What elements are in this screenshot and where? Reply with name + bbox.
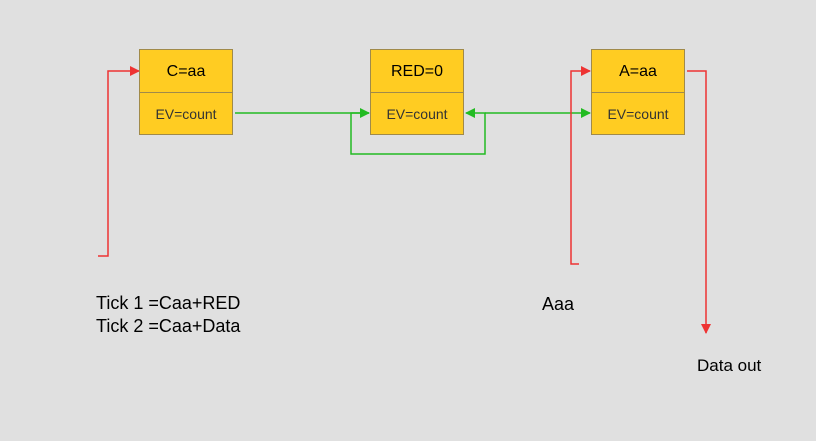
node-a-subtitle: EV=count bbox=[607, 106, 669, 122]
aaa-label: Aaa bbox=[542, 294, 575, 314]
node-red-subtitle: EV=count bbox=[386, 106, 448, 122]
red-data-out-arrow bbox=[687, 70, 711, 334]
node-a[interactable]: A=aa EV=count bbox=[591, 49, 685, 135]
data-out-label: Data out bbox=[697, 356, 762, 375]
node-c-title: C=aa bbox=[140, 50, 232, 93]
tick2-label: Tick 2 =Caa+Data bbox=[96, 316, 241, 336]
node-red-title: RED=0 bbox=[371, 50, 463, 93]
node-c[interactable]: C=aa EV=count bbox=[139, 49, 233, 135]
node-c-subtitle: EV=count bbox=[155, 106, 217, 122]
red-input-a-arrow bbox=[570, 66, 591, 265]
node-red[interactable]: RED=0 EV=count bbox=[370, 49, 464, 135]
tick1-label: Tick 1 =Caa+RED bbox=[96, 293, 241, 313]
red-input-c-arrow bbox=[98, 66, 140, 257]
node-a-title: A=aa bbox=[592, 50, 684, 93]
green-red-loop bbox=[350, 108, 486, 155]
